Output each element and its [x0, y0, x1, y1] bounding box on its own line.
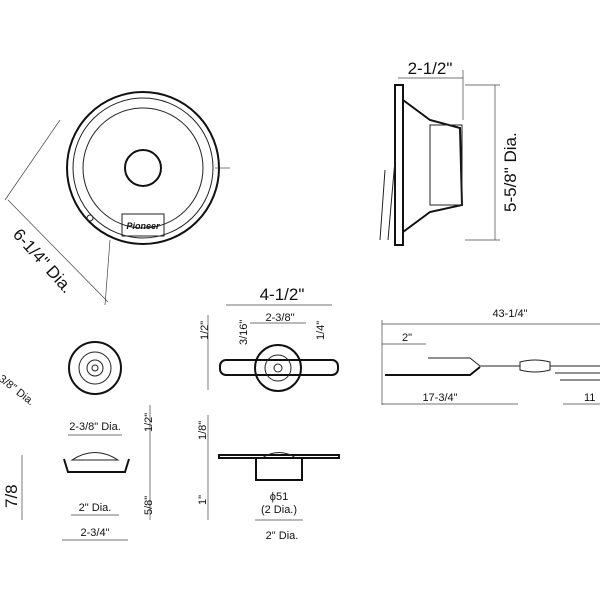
tweeter-top-height-label: 1/2"	[143, 413, 155, 432]
bracket-width-label: 4-1/2"	[260, 285, 305, 304]
tweeter-inner-dia-label: 2" Dia.	[79, 502, 112, 514]
woofer-brand-logo: Pioneer	[126, 221, 160, 231]
bracket-flange-h-label: 1/8"	[197, 421, 209, 440]
bracket-hole-span-label: 2-3/8"	[266, 312, 295, 324]
woofer-side-diameter-label: 5-5/8" Dia.	[501, 132, 520, 212]
wire-harness-view: 43-1/4" 2" 17-3/4" 11	[381, 308, 600, 405]
wire-last-label: 11	[584, 392, 595, 404]
wire-total-label: 43-1/4"	[492, 308, 527, 320]
wire-first-label: 17-3/4"	[422, 392, 457, 404]
bracket-dia-label: 2" Dia.	[266, 530, 299, 542]
bracket-height-label: 1/2"	[199, 321, 211, 340]
bracket-depth-label: 1"	[197, 495, 209, 505]
tweeter-height-left-label: 7/8	[2, 484, 21, 508]
bracket-phi-label: ϕ51	[270, 491, 288, 503]
tweeter-bottom-height-label: 5/8"	[143, 496, 155, 515]
woofer-side-view: 2-1/2" 5-5/8" Dia.	[379, 59, 520, 246]
woofer-front-view: Pioneer 6-1/4" Dia.	[4, 91, 230, 306]
bracket-phi-alt-label: (2 Dia.)	[261, 504, 297, 516]
wire-lead-label: 2"	[402, 332, 412, 344]
bracket-slot-r-label: 1/4"	[315, 321, 327, 340]
bracket-slot-width-label: 3/16"	[238, 320, 250, 345]
tweeter-views: 2-3/8" Dia. 1/2" 5/8" 2" Dia. 2-3/4" 3/8…	[0, 341, 155, 541]
woofer-depth-label: 2-1/2"	[408, 59, 453, 78]
tweeter-outer-dia-label: 2-3/8" Dia.	[69, 421, 121, 433]
tweeter-flange-label: 2-3/4"	[81, 527, 110, 539]
bracket-views: 4-1/2" 2-3/8" 3/16" 1/4" 1/2" 1/8" 1" ϕ5…	[197, 285, 340, 542]
tweeter-cut-dia-label: 3/8" Dia.	[0, 373, 37, 408]
